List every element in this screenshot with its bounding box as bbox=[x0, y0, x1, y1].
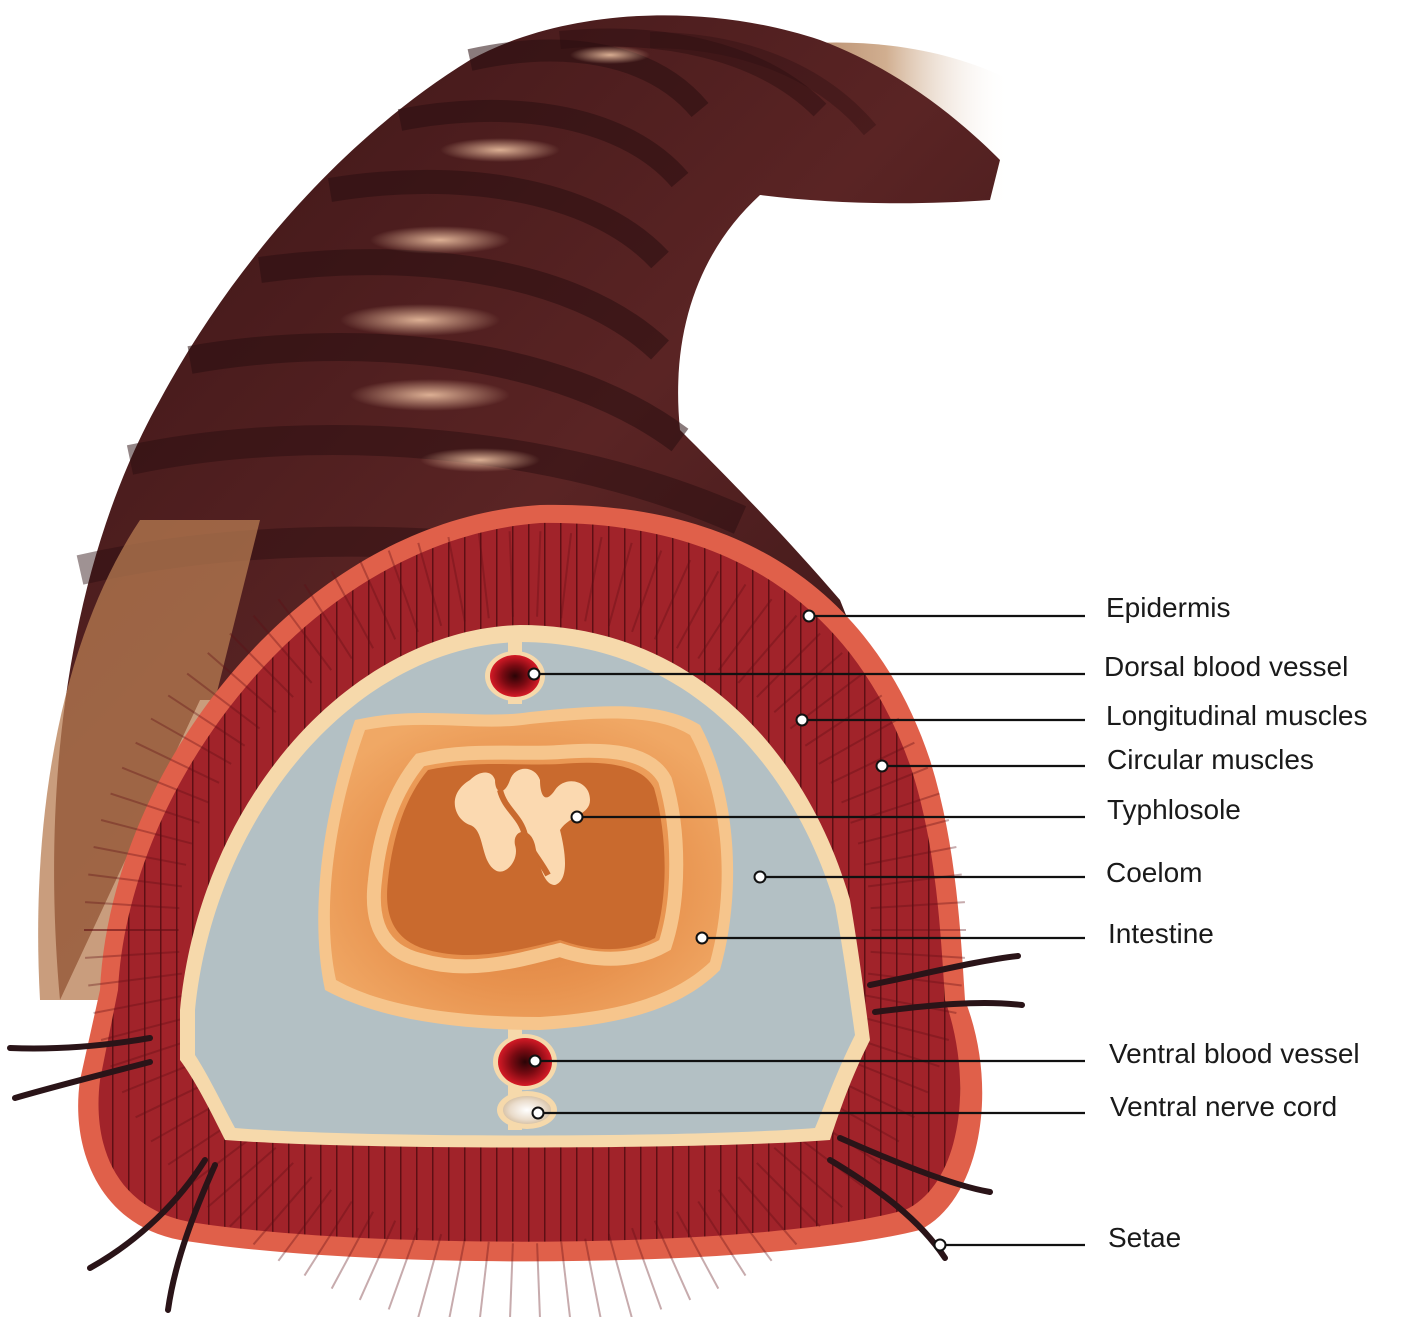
label-circular-muscles: Circular muscles bbox=[1107, 744, 1314, 775]
label-coelom: Coelom bbox=[1106, 857, 1202, 888]
label-ventral-blood-vessel: Ventral blood vessel bbox=[1109, 1038, 1360, 1069]
label-longitudinal-muscles: Longitudinal muscles bbox=[1106, 700, 1368, 731]
label-setae: Setae bbox=[1108, 1222, 1181, 1253]
label-ventral-nerve-cord: Ventral nerve cord bbox=[1110, 1091, 1337, 1122]
label-epidermis: Epidermis bbox=[1106, 592, 1230, 623]
label-dorsal-blood-vessel: Dorsal blood vessel bbox=[1104, 651, 1348, 682]
label-typhlosole: Typhlosole bbox=[1107, 794, 1241, 825]
ventral-nerve-cord-core bbox=[503, 1096, 551, 1124]
labels: Epidermis Dorsal blood vessel Longitudin… bbox=[1104, 592, 1368, 1253]
label-intestine: Intestine bbox=[1108, 918, 1214, 949]
